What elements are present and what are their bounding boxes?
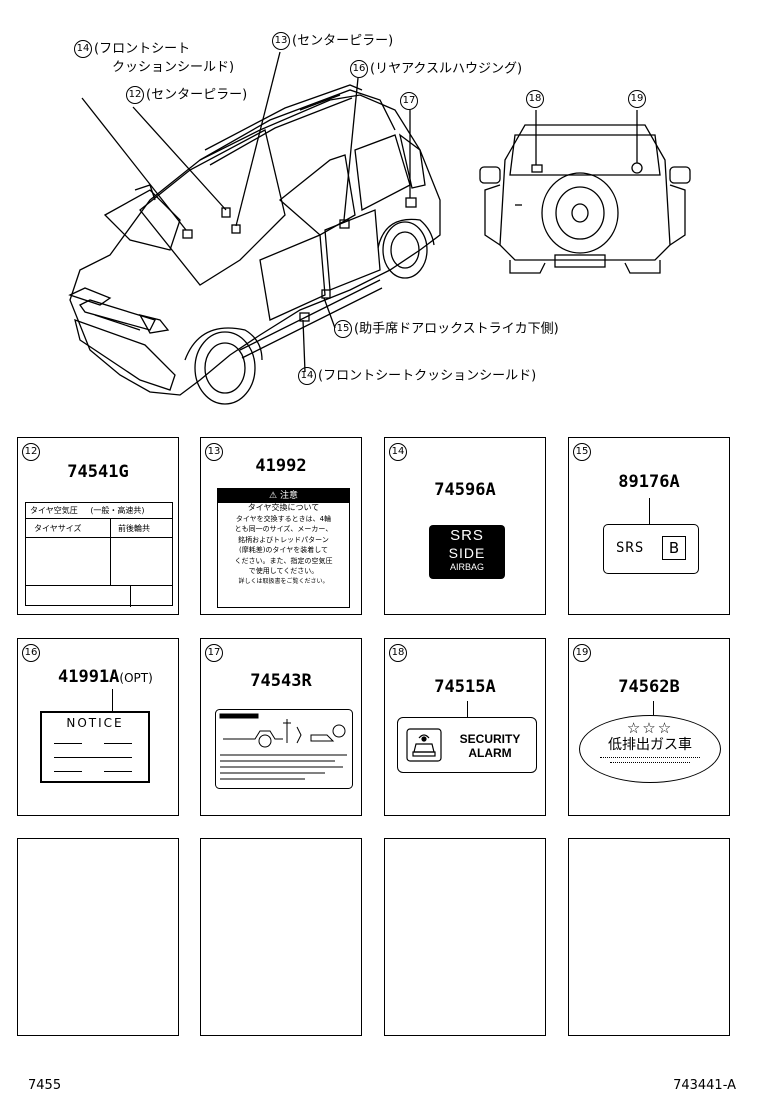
- label-text: タイヤ交換について: [247, 503, 320, 512]
- label-text: タイヤを交換するときは、4輪: [235, 514, 332, 523]
- label-text: B: [662, 536, 686, 560]
- label-text: SRS: [450, 527, 484, 544]
- vehicle-rear-view-illustration: [479, 110, 691, 274]
- label-text: ☆☆☆: [626, 719, 674, 737]
- panel-number: 14: [389, 443, 407, 461]
- callout-text: (リヤアクスルハウジング): [370, 61, 523, 77]
- panel-number: 19: [573, 644, 591, 662]
- panel-number: 18: [389, 644, 407, 662]
- part-number: 41991A: [58, 667, 120, 687]
- part-number-row: 41991A(OPT): [58, 667, 153, 687]
- part-number: 74541G: [67, 462, 129, 482]
- label-text: 銘柄およびトレッドパターン: [238, 535, 329, 544]
- empty-panel: [384, 838, 546, 1036]
- leader-line: [112, 689, 113, 711]
- panel-number: 13: [205, 443, 223, 461]
- callout-number: 14: [74, 40, 92, 58]
- callout-15: 15(助手席ドアロックストライカ下側): [334, 320, 559, 338]
- part-number: 41992: [255, 456, 307, 476]
- callout-number: 17: [400, 92, 418, 110]
- callout-number: 14: [298, 367, 316, 385]
- label-text: タイヤサイズ: [34, 524, 82, 533]
- callout-12: 12(センターピラー): [126, 86, 247, 104]
- callout-text: (フロントシートクッションシールド): [318, 368, 537, 384]
- label-panel-18: 18 74515A SECURITY ALARM: [384, 638, 546, 816]
- label-text: (一般・高速共): [90, 506, 145, 515]
- part-number: 74515A: [434, 677, 496, 697]
- page-code-left: 7455: [28, 1078, 62, 1093]
- label-text: で使用してください。: [248, 567, 319, 575]
- label-text: (摩耗差)のタイヤを装着して: [238, 546, 329, 554]
- callout-18: 18: [526, 90, 546, 108]
- label-panel-19: 19 74562B ☆☆☆ 低排出ガス車: [568, 638, 730, 816]
- empty-panel: [200, 838, 362, 1036]
- label-text: SECURITY: [459, 732, 521, 746]
- callout-number: 12: [126, 86, 144, 104]
- label-text: ALARM: [468, 746, 512, 760]
- label-text: SRS: [616, 540, 645, 556]
- callout-number: 16: [350, 60, 368, 78]
- callout-17: 17: [400, 92, 420, 110]
- callout-text: (センターピラー): [146, 87, 248, 103]
- callout-13: 13(センターピラー): [272, 32, 393, 50]
- notice-label: NOTICE: [40, 711, 150, 783]
- low-emission-label: ☆☆☆ 低排出ガス車: [579, 715, 721, 783]
- callout-16: 16(リヤアクスルハウジング): [350, 60, 522, 78]
- tire-pressure-label: タイヤ空気圧 (一般・高速共) タイヤサイズ 前後輪共: [25, 502, 173, 607]
- label-panel-17: 17 74543R: [200, 638, 362, 816]
- jack-instruction-label: [215, 709, 353, 789]
- label-panel-16: 16 41991A(OPT) NOTICE: [17, 638, 179, 816]
- callout-number: 13: [272, 32, 290, 50]
- part-number: 89176A: [618, 472, 680, 492]
- callout-text: (センターピラー): [292, 33, 394, 49]
- callout-14-top: 14(フロントシート: [74, 40, 190, 58]
- warning-icon: ⚠: [269, 491, 280, 501]
- label-panel-13: 13 41992 ⚠ 注意 タイヤ交換について タイヤを交換するときは、4輪 と…: [200, 437, 362, 615]
- part-number: 74543R: [250, 671, 312, 691]
- srs-side-airbag-label: SRS SIDE AIRBAG: [429, 525, 505, 579]
- label-text: タイヤ空気圧: [30, 506, 78, 515]
- security-alarm-label: SECURITY ALARM: [397, 717, 537, 773]
- leader-line: [649, 498, 650, 524]
- label-text: 注意: [279, 491, 298, 501]
- callout-text: (フロントシート: [94, 41, 191, 57]
- label-panel-12: 12 74541G タイヤ空気圧 (一般・高速共) タイヤサイズ 前後輪共: [17, 437, 179, 615]
- caution-label: ⚠ 注意 タイヤ交換について タイヤを交換するときは、4輪 とも同一のサイズ、メ…: [217, 488, 350, 608]
- label-text: とも同一のサイズ、メーカー、: [234, 525, 333, 533]
- label-text: 詳しくは取扱書をご覧ください。: [238, 577, 329, 585]
- callout-14-bottom: 14(フロントシートクッションシールド): [298, 367, 536, 385]
- label-text: ください。また、指定の空気圧: [234, 556, 333, 565]
- callout-number: 18: [526, 90, 544, 108]
- callout-number: 19: [628, 90, 646, 108]
- label-panel-14: 14 74596A SRS SIDE AIRBAG: [384, 437, 546, 615]
- label-text: 低排出ガス車: [608, 737, 692, 753]
- leader-line: [467, 701, 468, 717]
- callout-number: 15: [334, 320, 352, 338]
- callout-text: (助手席ドアロックストライカ下側): [354, 321, 559, 337]
- panel-number: 12: [22, 443, 40, 461]
- drawing-number: 743441-A: [673, 1078, 736, 1093]
- vehicle-front-view-illustration: [68, 51, 441, 405]
- empty-panel: [568, 838, 730, 1036]
- callout-14-top-line2: クッションシールド): [112, 60, 234, 76]
- callout-19: 19: [628, 90, 648, 108]
- part-number: 74562B: [618, 677, 680, 697]
- callout-text: クッションシールド): [112, 60, 235, 75]
- option-note: (OPT): [119, 671, 153, 685]
- srs-b-label: SRS B: [603, 524, 699, 574]
- panel-number: 16: [22, 644, 40, 662]
- leader-line: [653, 701, 654, 715]
- label-text: 前後輪共: [118, 524, 150, 533]
- part-number: 74596A: [434, 480, 496, 500]
- label-text: AIRBAG: [449, 562, 484, 572]
- car-alarm-icon: [406, 728, 442, 762]
- empty-panel: [17, 838, 179, 1036]
- panel-number: 17: [205, 644, 223, 662]
- label-text: SIDE: [448, 545, 486, 561]
- label-text: NOTICE: [66, 716, 124, 730]
- panel-number: 15: [573, 443, 591, 461]
- label-panel-15: 15 89176A SRS B: [568, 437, 730, 615]
